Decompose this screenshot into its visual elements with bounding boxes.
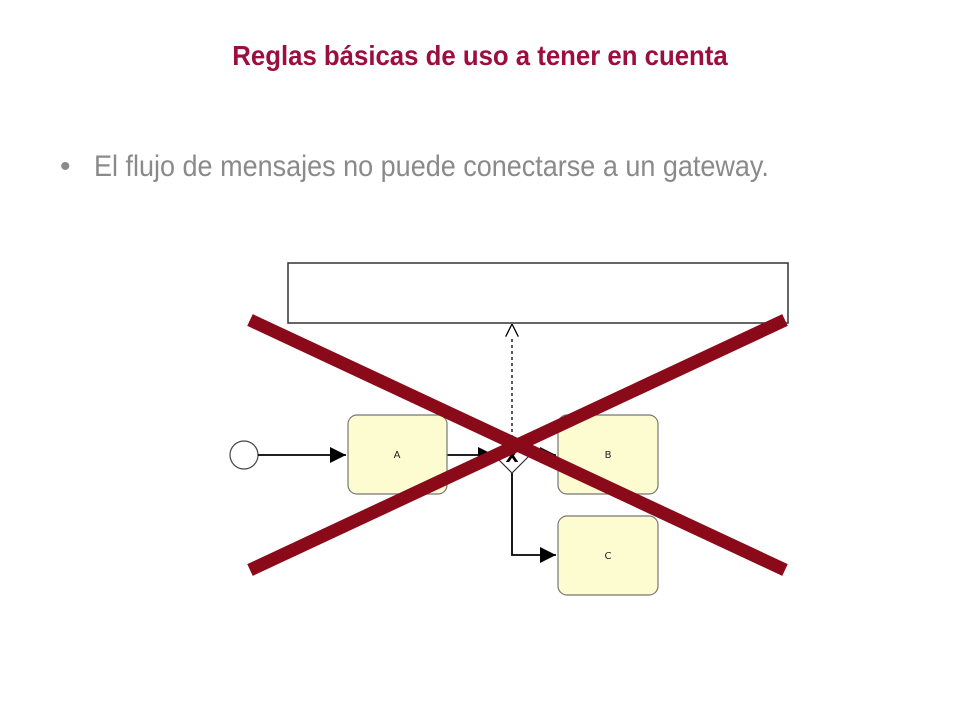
pool-rectangle bbox=[287, 262, 789, 324]
task-c: C bbox=[557, 515, 659, 596]
slide-title: Reglas básicas de uso a tener en cuenta bbox=[232, 40, 728, 71]
bullet-item: • El flujo de mensajes no puede conectars… bbox=[60, 150, 844, 184]
start-event bbox=[229, 440, 259, 470]
task-a-label: A bbox=[394, 450, 401, 461]
bullet-dot: • bbox=[60, 150, 71, 183]
sequence-flow-gateway-to-c bbox=[511, 473, 556, 564]
red-cross-icon bbox=[247, 314, 788, 576]
task-c-label: C bbox=[605, 551, 612, 562]
bullet-text: El flujo de mensajes no puede conectarse… bbox=[94, 150, 769, 183]
task-b-label: B bbox=[605, 450, 612, 461]
